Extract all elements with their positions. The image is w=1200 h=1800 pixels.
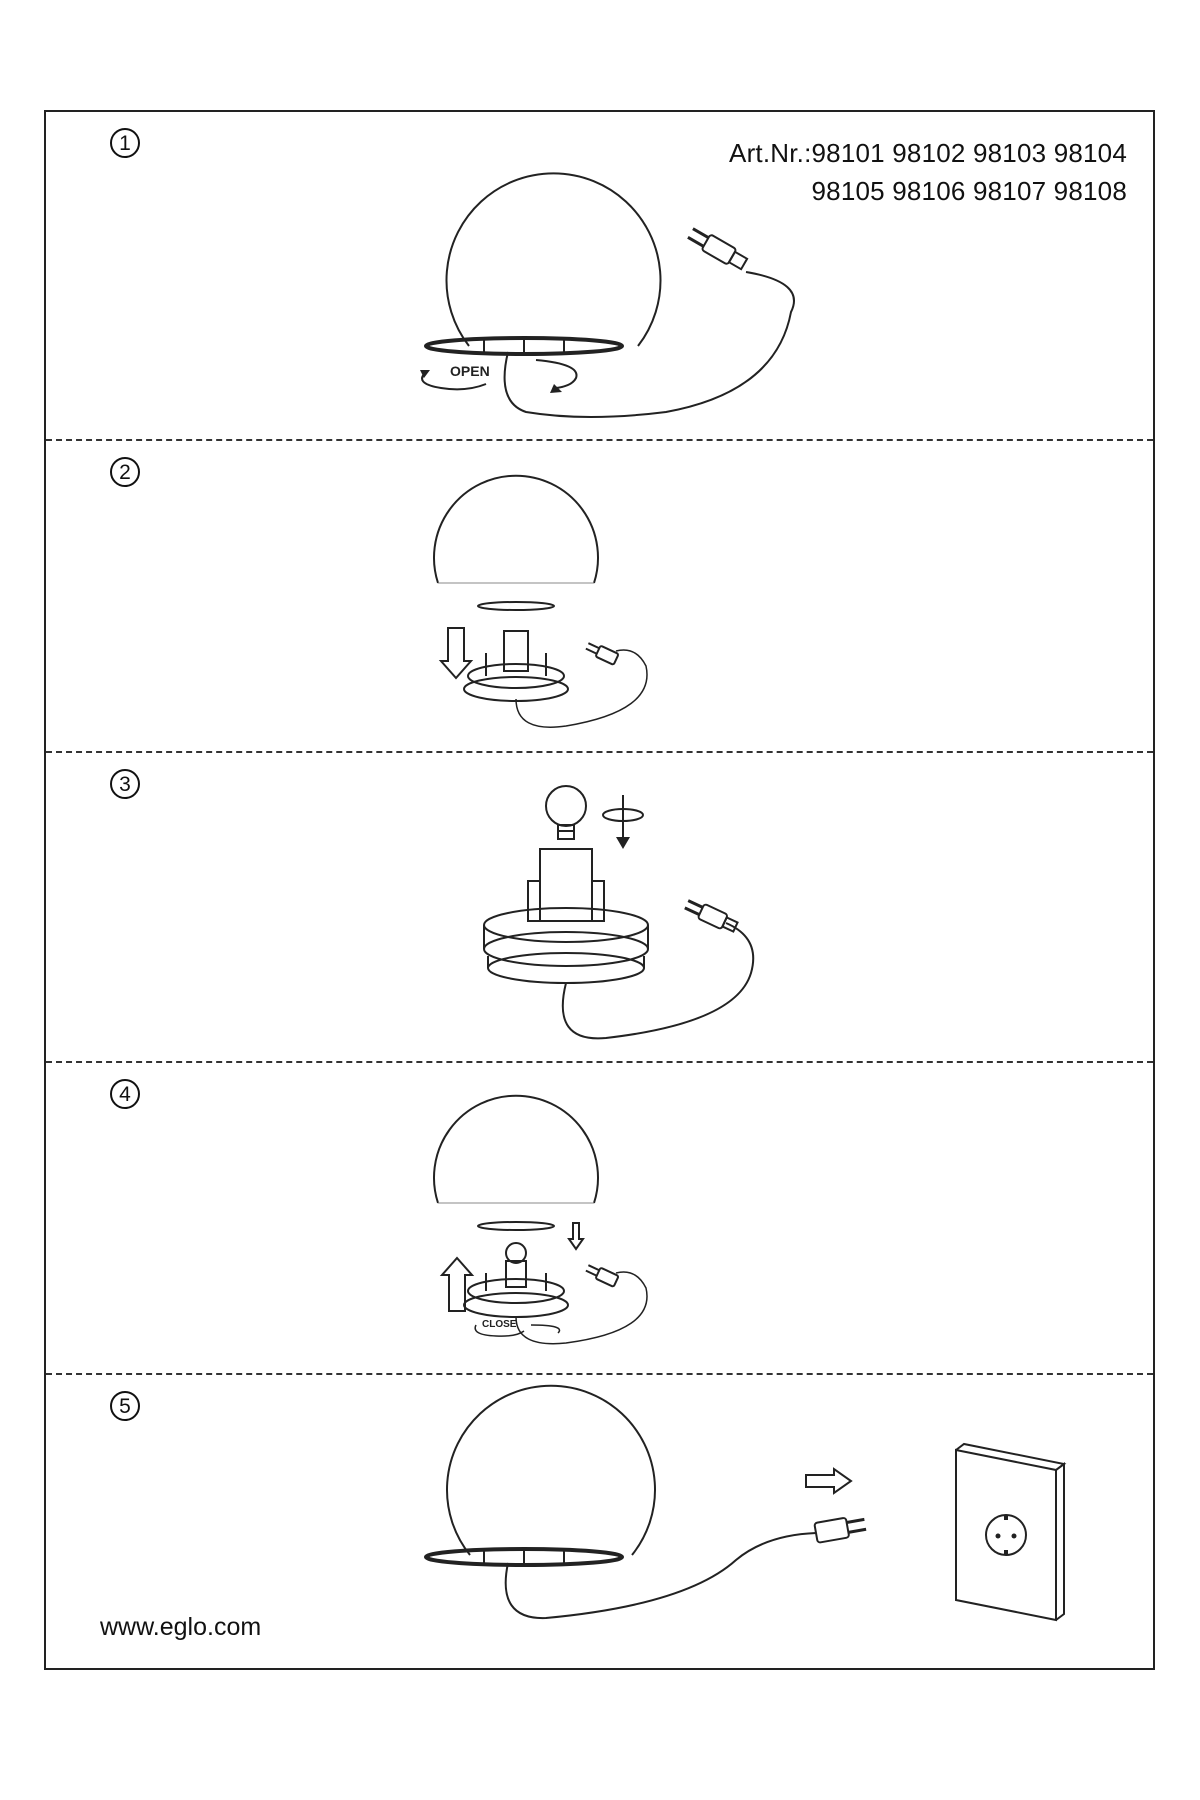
article-numbers-line-1: Art.Nr.:98101 98102 98103 98104 bbox=[729, 138, 1127, 168]
power-cable-icon bbox=[515, 649, 648, 728]
step-3-illustration bbox=[483, 785, 755, 1040]
step-5-number: 5 bbox=[110, 1391, 140, 1421]
step-5-illustration bbox=[424, 1384, 1067, 1622]
close-label: CLOSE bbox=[482, 1319, 517, 1330]
power-cable-icon bbox=[504, 1532, 817, 1620]
globe-lamp-icon bbox=[446, 1384, 656, 1556]
power-plug-icon bbox=[585, 1264, 620, 1288]
rotate-right-arrow-icon bbox=[535, 359, 578, 389]
power-cable-icon bbox=[561, 922, 755, 1040]
power-plug-icon bbox=[813, 1517, 867, 1544]
rotate-right-arrow-icon bbox=[530, 1324, 561, 1334]
power-cable-icon bbox=[503, 271, 795, 418]
step-1-number: 1 bbox=[110, 128, 140, 158]
screw-in-arrow-icon bbox=[602, 795, 644, 849]
website-url: www.eglo.com bbox=[100, 1613, 262, 1641]
step-2-illustration bbox=[433, 474, 648, 728]
power-plug-icon bbox=[687, 227, 749, 271]
step-4-number: 4 bbox=[110, 1079, 140, 1109]
open-label: OPEN bbox=[450, 363, 490, 379]
rotate-left-arrow-icon bbox=[474, 1324, 525, 1337]
right-arrow-icon bbox=[805, 1467, 853, 1495]
power-cable-icon bbox=[515, 1271, 648, 1345]
lamp-base-icon bbox=[463, 630, 569, 702]
step-2-number: 2 bbox=[110, 457, 140, 487]
small-down-arrow-icon bbox=[567, 1222, 585, 1251]
article-numbers-line-2: 98105 98106 98107 98108 bbox=[811, 176, 1127, 206]
step-3-panel: 3 bbox=[46, 751, 1153, 1061]
power-plug-icon bbox=[585, 642, 620, 666]
step-3-number: 3 bbox=[110, 769, 140, 799]
up-arrow-icon bbox=[439, 1256, 475, 1312]
lamp-base-icon bbox=[463, 1242, 569, 1318]
power-plug-icon bbox=[684, 899, 739, 933]
globe-lamp-icon bbox=[433, 474, 599, 584]
article-numbers: Art.Nr.:98101 98102 98103 98104 98105 98… bbox=[729, 134, 1127, 210]
globe-lamp-icon bbox=[433, 1094, 599, 1204]
step-4-illustration: CLOSE bbox=[433, 1094, 648, 1345]
rotate-left-arrow-icon bbox=[421, 373, 487, 391]
down-arrow-icon bbox=[438, 627, 474, 680]
step-4-panel: 4 CLOSE bbox=[46, 1061, 1153, 1373]
step-1-illustration: OPEN bbox=[420, 172, 795, 418]
step-2-panel: 2 bbox=[46, 439, 1153, 751]
wall-socket-icon bbox=[955, 1442, 1067, 1622]
light-bulb-icon bbox=[545, 785, 587, 840]
globe-lamp-icon bbox=[445, 172, 662, 347]
instruction-sheet: 1 Art.Nr.:98101 98102 98103 98104 98105 … bbox=[44, 110, 1155, 1670]
step-5-panel: 5 bbox=[46, 1373, 1153, 1672]
step-1-panel: 1 Art.Nr.:98101 98102 98103 98104 98105 … bbox=[46, 112, 1153, 439]
lamp-base-icon bbox=[483, 848, 649, 984]
